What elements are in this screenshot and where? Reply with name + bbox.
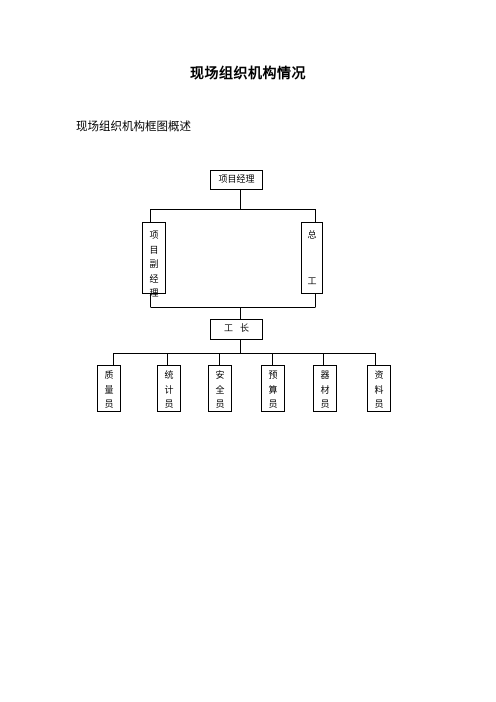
staff-char: 预 (268, 371, 278, 381)
staff-char: 量 (104, 385, 114, 396)
deputy-char: 项 (149, 231, 159, 241)
node-foreman-label: 工长 (223, 324, 256, 334)
node-safety-officer: 安 全 员 (208, 365, 232, 412)
staff-char: 计 (164, 385, 174, 396)
staff-char: 员 (104, 400, 114, 410)
staff-char: 质 (104, 371, 114, 381)
deputy-char: 经 (149, 274, 159, 285)
node-quality-inspector: 质 量 员 (97, 365, 121, 412)
staff-char: 算 (268, 385, 278, 396)
staff-char: 员 (164, 400, 174, 410)
staff-char: 全 (215, 385, 225, 396)
node-documentation-officer: 资 料 员 (367, 365, 391, 412)
node-chief-engineer: 总 工 (301, 222, 323, 294)
node-deputy-manager: 项 目 副 经 理 (142, 222, 166, 299)
node-materials-officer: 器 材 员 (313, 365, 337, 412)
node-budget-officer: 预 算 员 (261, 365, 285, 412)
staff-char: 员 (374, 400, 384, 410)
page-title: 现场组织机构情况 (190, 66, 306, 82)
staff-char: 料 (374, 385, 384, 396)
node-foreman: 工长 (210, 319, 263, 340)
staff-char: 器 (320, 371, 330, 381)
staff-char: 材 (320, 385, 330, 396)
node-project-manager: 项目经理 (210, 170, 263, 190)
node-statistician: 统 计 员 (157, 365, 181, 412)
deputy-char: 理 (149, 289, 159, 299)
staff-char: 统 (164, 371, 174, 381)
deputy-char: 副 (149, 260, 159, 270)
chief-char-first: 总 (307, 231, 317, 241)
node-project-manager-label: 项目经理 (218, 174, 255, 185)
staff-char: 安 (215, 371, 225, 381)
staff-char: 员 (320, 400, 330, 410)
section-subtitle: 现场组织机构框图概述 (76, 119, 191, 133)
staff-char: 员 (268, 400, 278, 410)
chief-char-last: 工 (307, 277, 317, 287)
staff-char: 资 (374, 371, 384, 381)
deputy-char: 目 (149, 245, 159, 256)
staff-char: 员 (215, 400, 225, 410)
